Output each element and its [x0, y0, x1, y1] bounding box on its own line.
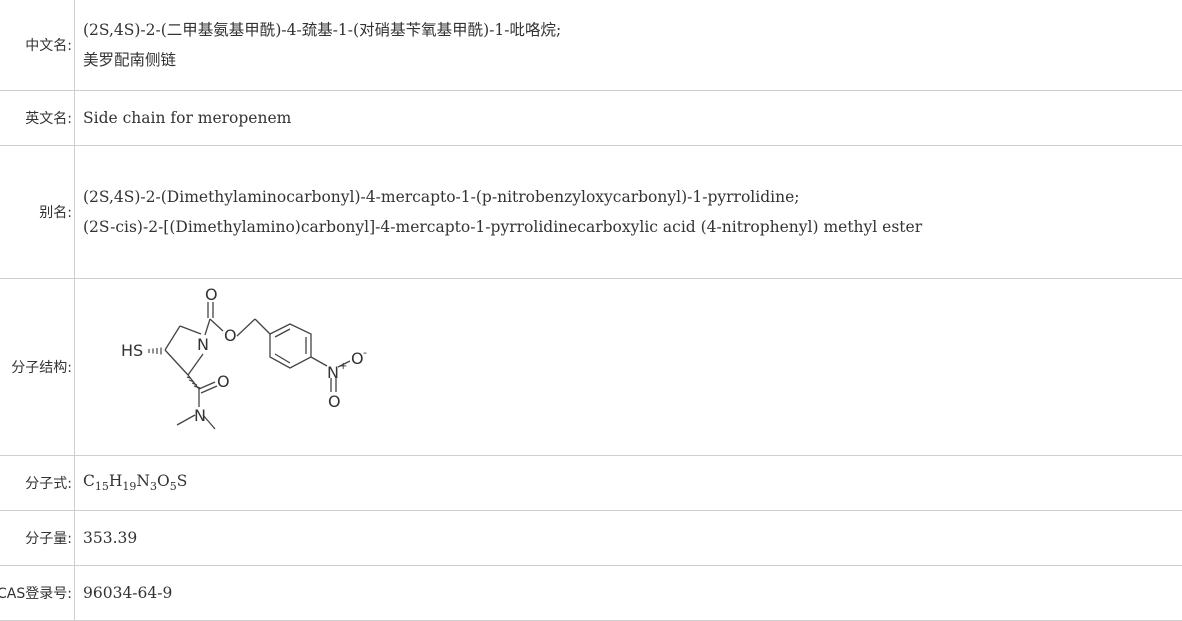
value-structure: HS N O O O N N + O - O [75, 278, 1182, 455]
row-cas: CAS登录号: 96034-64-9 [0, 565, 1182, 620]
label-structure: 分子结构: [0, 278, 75, 455]
formula-n: N [136, 472, 150, 490]
charge-plus: + [339, 361, 347, 372]
hashed-wedge-thiol [149, 347, 161, 354]
formula-o-count: 5 [170, 480, 177, 493]
atom-o-nitro-2: O [328, 392, 341, 411]
atom-o-ester: O [224, 326, 237, 345]
atom-o-amide: O [217, 372, 230, 391]
row-alias: 别名: (2S,4S)-2-(Dimethylaminocarbonyl)-4-… [0, 145, 1182, 278]
label-formula: 分子式: [0, 455, 75, 510]
label-chinese-name: 中文名: [0, 0, 75, 90]
value-alias: (2S,4S)-2-(Dimethylaminocarbonyl)-4-merc… [75, 145, 1182, 278]
atom-hs: HS [121, 341, 143, 360]
formula-h-count: 19 [122, 480, 136, 493]
atom-n-ring: N [197, 335, 209, 354]
atom-o-nitro-1: O [351, 349, 364, 368]
charge-minus: - [363, 346, 367, 359]
value-cas: 96034-64-9 [75, 565, 1182, 620]
atom-o-carbonyl: O [205, 285, 218, 304]
label-cas: CAS登录号: [0, 565, 75, 620]
value-mol-weight: 353.39 [75, 510, 1182, 565]
atom-n-nitro: N [327, 363, 339, 382]
formula-n-count: 3 [150, 480, 157, 493]
atom-n-amide: N [194, 406, 206, 425]
alias-line-2: (2S-cis)-2-[(Dimethylamino)carbonyl]-4-m… [83, 212, 1182, 242]
row-mol-weight: 分子量: 353.39 [0, 510, 1182, 565]
value-english-name: Side chain for meropenem [75, 90, 1182, 145]
label-alias: 别名: [0, 145, 75, 278]
alias-line-1: (2S,4S)-2-(Dimethylaminocarbonyl)-4-merc… [83, 182, 1182, 212]
value-chinese-name: (2S,4S)-2-(二甲基氨基甲酰)-4-巯基-1-(对硝基苄氧基甲酰)-1-… [75, 0, 1182, 90]
chinese-name-line-1: (2S,4S)-2-(二甲基氨基甲酰)-4-巯基-1-(对硝基苄氧基甲酰)-1-… [83, 15, 1182, 45]
formula-c-count: 15 [95, 480, 109, 493]
molecular-structure-diagram: HS N O O O N N + O - O [75, 279, 405, 451]
formula-o: O [157, 472, 170, 490]
formula-s: S [177, 472, 188, 490]
value-formula: C15H19N3O5S [75, 455, 1182, 510]
label-mol-weight: 分子量: [0, 510, 75, 565]
formula-c: C [83, 472, 95, 490]
label-english-name: 英文名: [0, 90, 75, 145]
row-structure: 分子结构: [0, 278, 1182, 455]
formula-h: H [109, 472, 123, 490]
row-english-name: 英文名: Side chain for meropenem [0, 90, 1182, 145]
row-formula: 分子式: C15H19N3O5S [0, 455, 1182, 510]
row-chinese-name: 中文名: (2S,4S)-2-(二甲基氨基甲酰)-4-巯基-1-(对硝基苄氧基甲… [0, 0, 1182, 90]
chinese-name-line-2: 美罗配南侧链 [83, 45, 1182, 75]
